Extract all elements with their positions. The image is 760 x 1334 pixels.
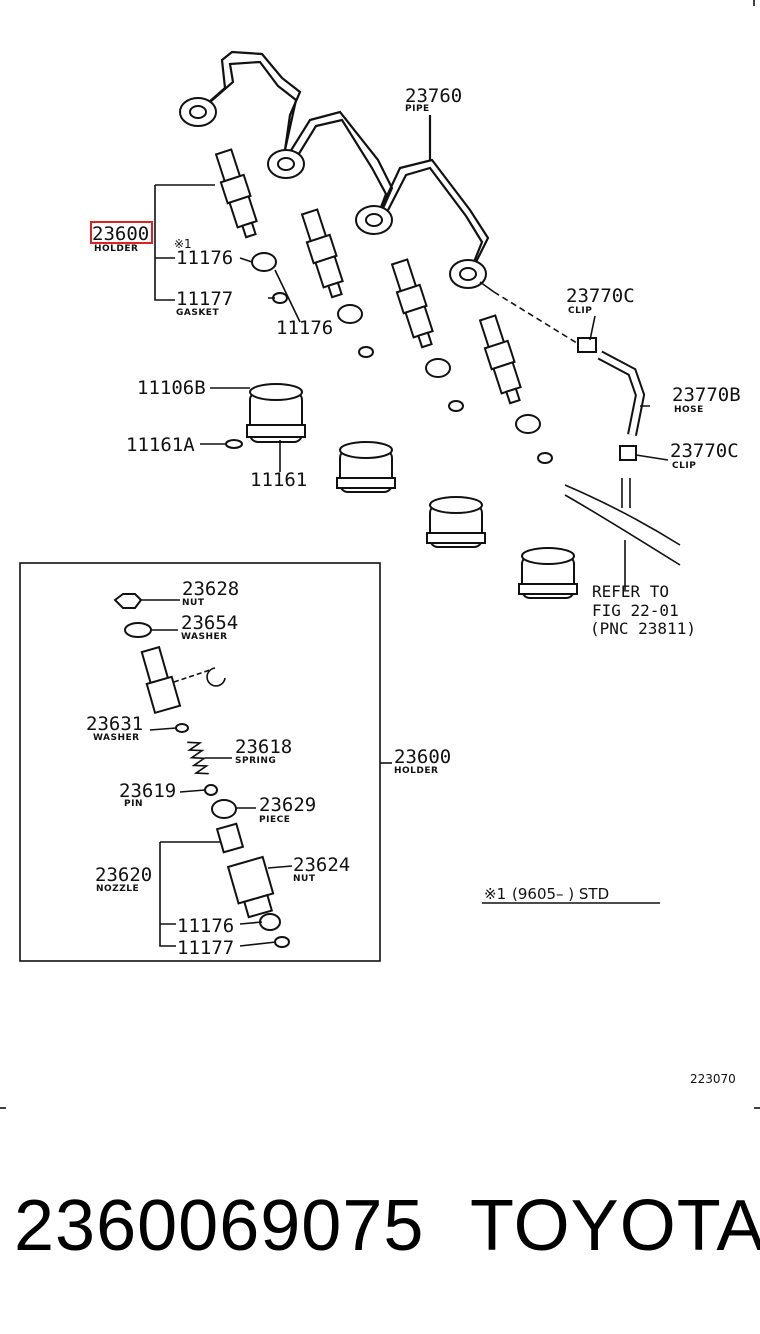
crop-marks [0,0,760,1109]
refer-line1: REFER TO [592,582,669,601]
figure-code: 223070 [690,1072,736,1086]
parts-diagram: 23760 PIPE 23600 HOLDER ※1 11176 11177 G… [0,0,760,1109]
combustion-chambers[interactable] [225,383,578,599]
highlight-box [90,221,153,244]
label-11176-a: 11176 [176,247,233,269]
label-11161: 11161 [250,469,307,491]
sublabel-gasket: GASKET [176,308,219,318]
sublabel-piece: PIECE [259,815,290,825]
label-23620: 23620 [95,864,152,886]
label-23624: 23624 [293,854,350,876]
label-11176-b: 11176 [276,317,333,339]
leader-lines [154,184,669,590]
detail-box [19,562,392,962]
label-23770b: 23770B [672,384,741,406]
refer-note: REFER TO FIG 22-01 (PNC 23811) [590,582,696,638]
sublabel-clip-a: CLIP [568,306,592,316]
callout-labels: 23760 PIPE 23600 HOLDER ※1 11176 11177 G… [86,85,741,959]
leak-hose[interactable] [493,291,681,566]
sublabel-pin: PIN [124,799,143,809]
label-11161a: 11161A [126,434,195,456]
detail-leader-lines [140,599,293,947]
refer-line3: (PNC 23811) [590,619,696,638]
footnote-text: (9605– ) STD [512,885,609,903]
sublabel-nut-a: NUT [182,598,205,608]
footnote: ※1 (9605– ) STD [482,885,660,904]
label-23654: 23654 [181,612,238,634]
mark1-top: ※1 [174,237,192,251]
sublabel-nut-b: NUT [293,874,316,884]
sublabel-clip-b: CLIP [672,461,696,471]
sublabel-spring: SPRING [235,756,276,766]
label-23600-box: 23600 [394,746,451,768]
sublabel-washer-b: WASHER [93,733,140,743]
brand-name: TOYOTA [470,1186,760,1266]
label-23600-top: 23600 [92,223,149,245]
label-23631: 23631 [86,713,143,735]
label-23619: 23619 [119,780,176,802]
label-23770c-a: 23770C [566,285,635,307]
sublabel-holder-box: HOLDER [394,766,438,776]
label-23770c-b: 23770C [670,440,739,462]
sublabel-holder-top: HOLDER [94,244,138,254]
injector-holders[interactable] [212,148,526,405]
gaskets[interactable] [251,252,553,464]
chamber-pin[interactable] [225,439,243,449]
sublabel-nozzle: NOZZLE [96,884,139,894]
footnote-mark: ※1 [484,885,506,903]
sublabel-pipe: PIPE [405,104,430,114]
detail-parts[interactable] [113,593,290,948]
label-11177-c: 11177 [177,937,234,959]
pipe-end-rings[interactable] [179,97,495,293]
label-11106b: 11106B [137,377,206,399]
part-number: 2360069075 [14,1186,425,1266]
label-23760: 23760 [405,85,462,107]
label-23629: 23629 [259,794,316,816]
sublabel-washer-a: WASHER [181,632,228,642]
label-23618: 23618 [235,736,292,758]
refer-line2: FIG 22-01 [592,601,679,620]
sublabel-hose: HOSE [674,405,704,415]
label-11176-c: 11176 [177,915,234,937]
label-11177-a: 11177 [176,288,233,310]
label-23628: 23628 [182,578,239,600]
injection-pipes[interactable] [199,50,490,263]
